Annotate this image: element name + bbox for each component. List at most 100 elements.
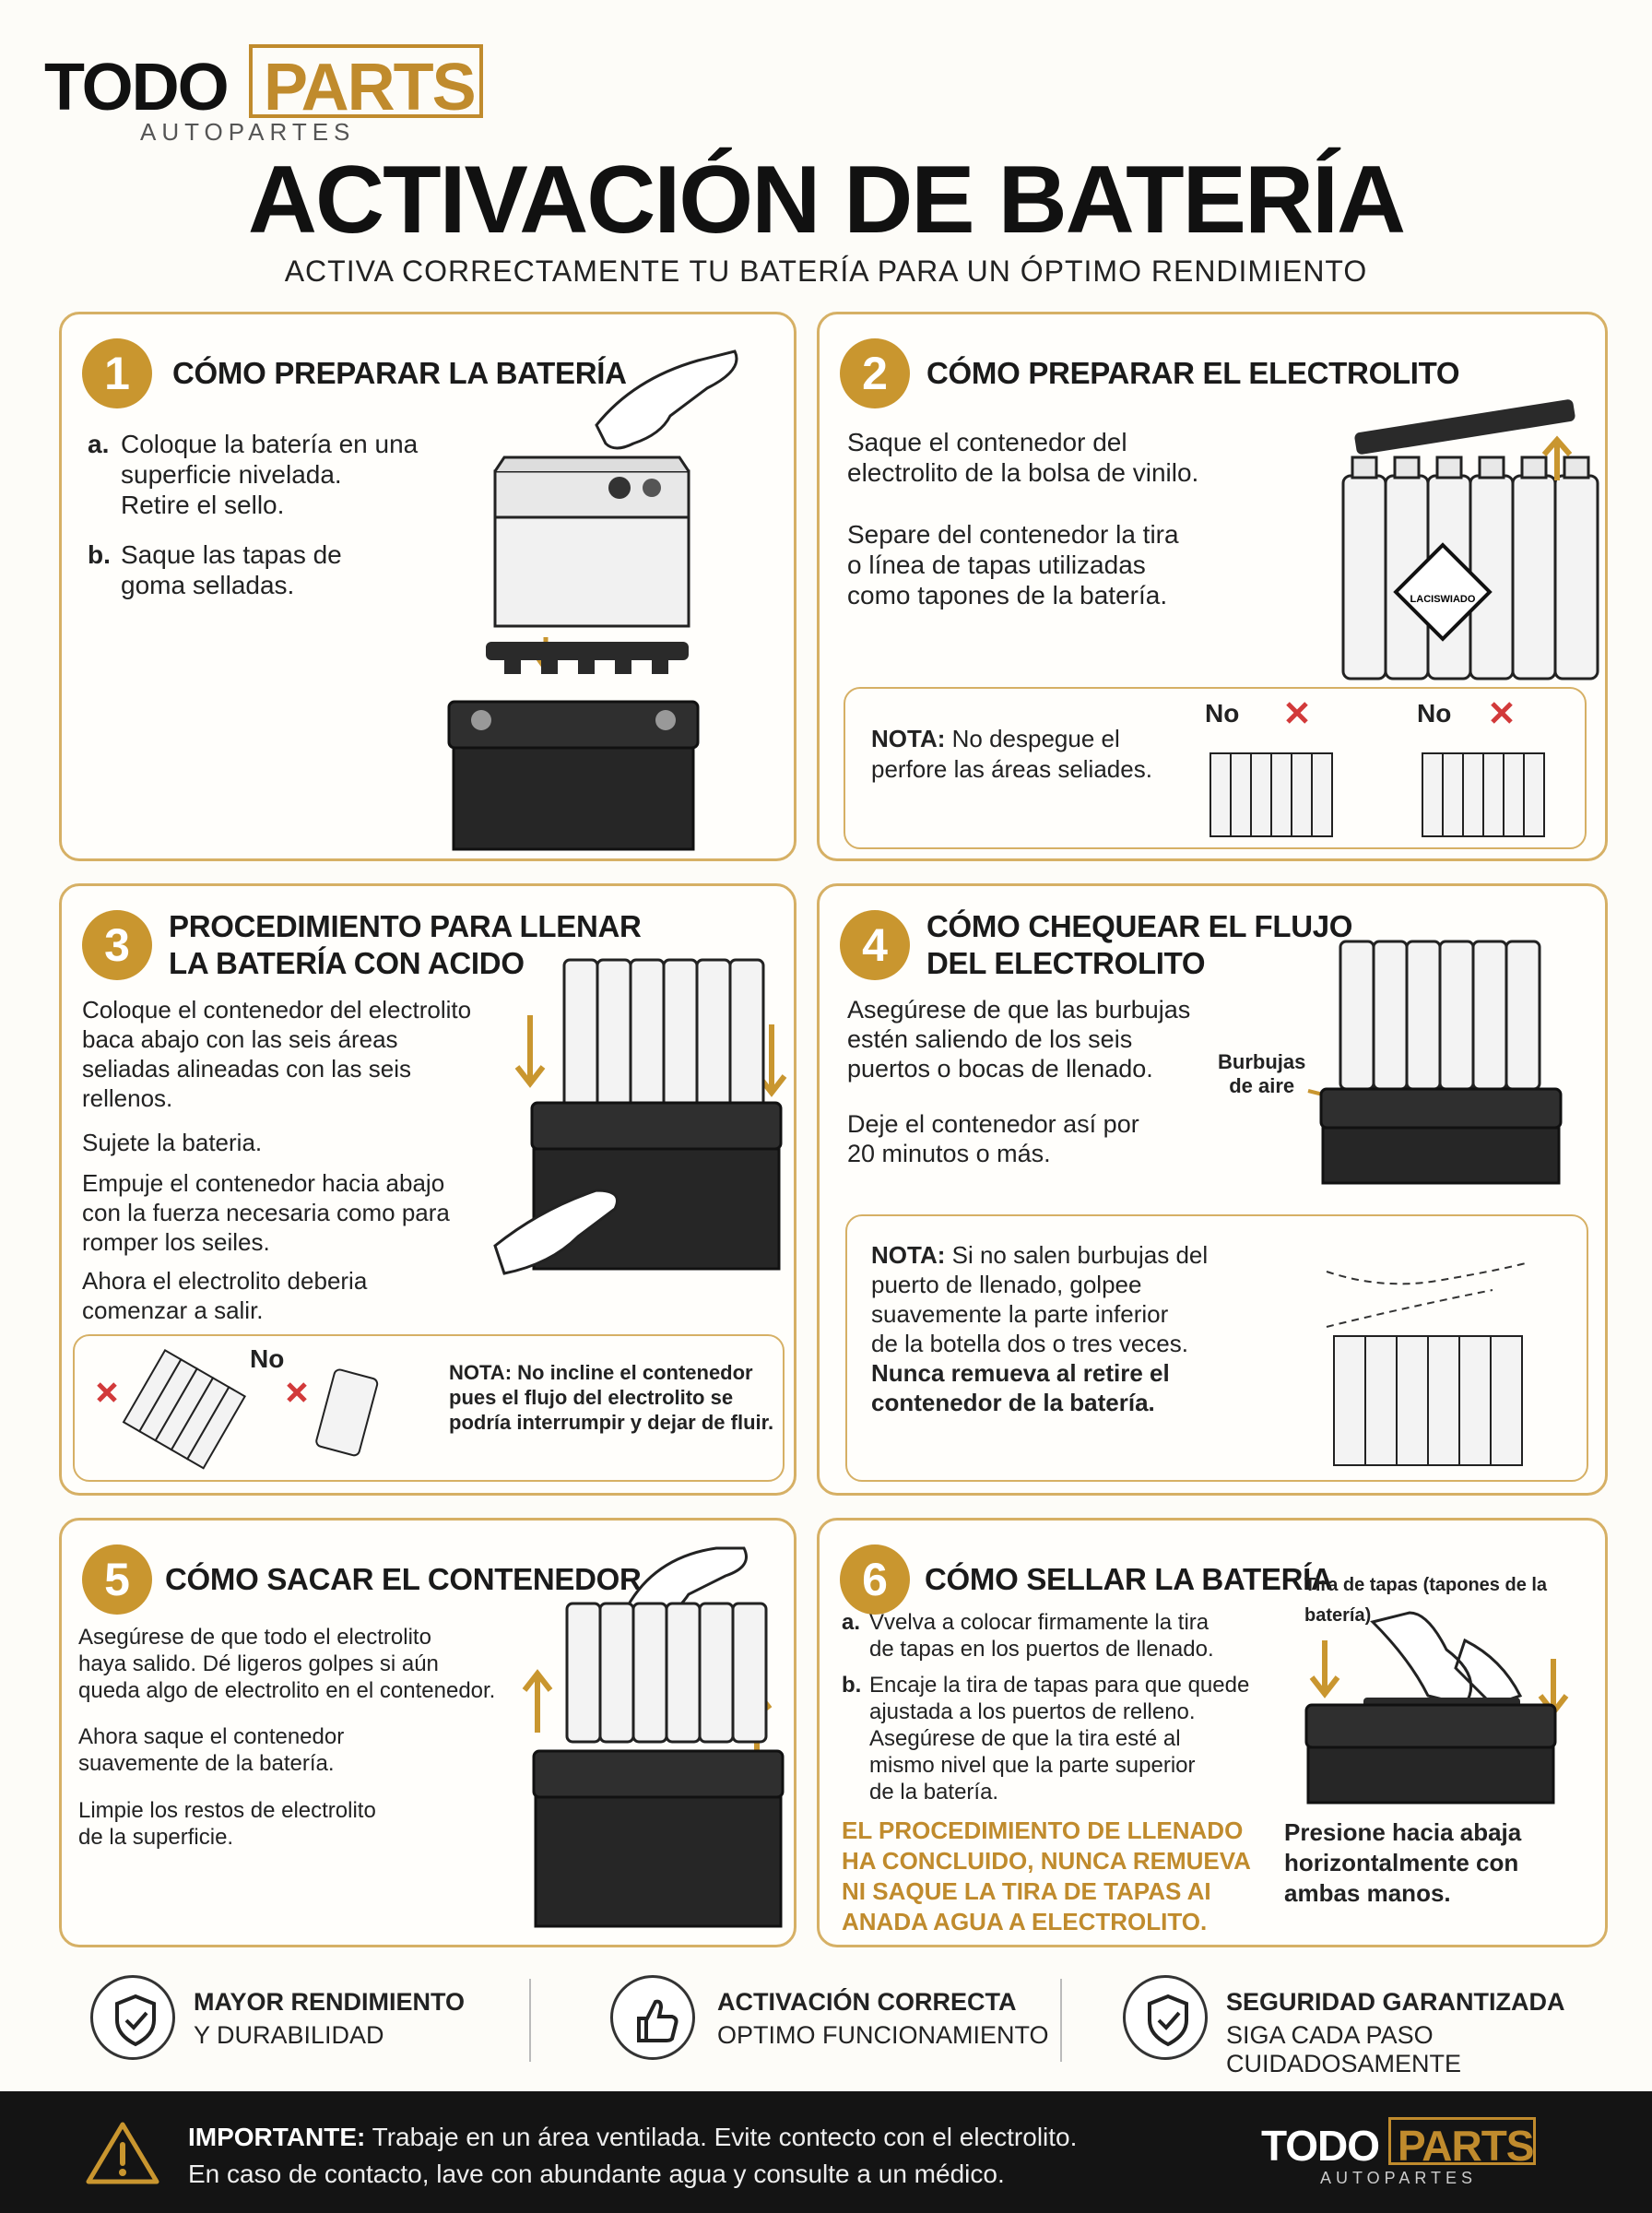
step-paragraph-1: Asegúrese de que las burbujas estén sali… [847, 995, 1190, 1083]
notice-line: Trabaje en un área ventilada. Evite cont… [372, 2123, 1078, 2151]
arrow-down-icon [514, 1015, 546, 1088]
item-line: Encaje la tira de tapas para que quede [869, 1673, 1250, 1698]
feature-divider [1060, 1979, 1062, 2062]
note-text: NOTA: No incline el contenedor pues el f… [449, 1360, 773, 1435]
black-battery-body [1306, 1746, 1555, 1805]
fill-battery-illustration [493, 958, 787, 1275]
note-box: NOTA: Si no salen burbujas del puerto de… [845, 1214, 1588, 1482]
cap-strip-label: Tira de tapas (tapones de la batería) [1304, 1575, 1548, 1626]
text-line: EL PROCEDIMIENTO DE LLENADO [842, 1817, 1244, 1844]
step-paragraph-3: Empuje el contenedor hacia abajo con la … [82, 1168, 450, 1257]
text-line: Ahora saque el contenedor [78, 1724, 345, 1749]
tap-bottle-illustration [1326, 1261, 1530, 1466]
text-line: baca abajo con las seis áreas [82, 1025, 398, 1053]
text-line: Saque el contenedor del [847, 428, 1127, 456]
note-label: NOTA: [871, 1241, 946, 1269]
text-line: con la fuerza necesaria como para [82, 1199, 450, 1226]
white-battery-top [493, 469, 690, 519]
title-line: LA BATERÍA CON ACIDO [169, 946, 525, 980]
text-line: electrolito de la bolsa de vinilo. [847, 458, 1199, 487]
step-paragraph-3: Limpie los restos de electrolito de la s… [78, 1797, 376, 1851]
text-line: puertos o bocas de llenado. [847, 1055, 1153, 1083]
feature-subtitle: Y DURABILIDAD [194, 2021, 384, 2049]
no-label: No [1205, 699, 1240, 728]
step-number-badge: 3 [82, 910, 152, 980]
arrow-down-icon [1309, 1640, 1340, 1698]
arrow-up-icon [1541, 435, 1573, 480]
text-line: Coloque el contenedor del electrolito [82, 996, 472, 1024]
incorrect-examples [1210, 702, 1545, 837]
brand-name-left: TODO [1261, 2122, 1380, 2170]
text-line: ambas manos. [1284, 1879, 1451, 1907]
warning-triangle-icon [86, 2122, 159, 2184]
note-text: NOTA: Si no salen burbujas del puerto de… [871, 1240, 1208, 1417]
item-line: de tapas en los puertos de llenado. [869, 1637, 1214, 1662]
electrolyte-flow-illustration [1307, 940, 1563, 1185]
text-line: Limpie los restos de electrolito [78, 1798, 376, 1823]
item-line: Vvelva a colocar firmamente la tira [869, 1610, 1210, 1635]
step-paragraph-1: Asegúrese de que todo el electrolito hay… [78, 1624, 495, 1704]
step-paragraph-2: Sujete la bateria. [82, 1129, 263, 1156]
item-line: Saque las tapas de [121, 540, 342, 569]
item-line: ajustada a los puertos de relleno. [869, 1699, 1196, 1724]
step-item-a: a.Coloque la batería en una superficie n… [88, 429, 418, 520]
text-line: Nunca remueva al retire el [871, 1359, 1170, 1387]
note-box: No NOTA: No incline el contenedor pues e… [73, 1334, 785, 1482]
item-label: b. [88, 540, 111, 569]
black-battery-body [452, 746, 695, 851]
hand-illustration [595, 349, 738, 450]
white-battery-body [493, 515, 690, 628]
brand-logo: TODO PARTS AUTOPARTES [44, 44, 483, 146]
text-line: suavemente la parte inferior [871, 1300, 1169, 1328]
feature-divider [529, 1979, 531, 2062]
shield-check-icon [90, 1975, 175, 2060]
item-line: Asegúrese de que la tira esté al [869, 1726, 1181, 1751]
hazard-label-text: LACISWIADO [1410, 594, 1476, 605]
item-label: a. [88, 430, 110, 458]
item-line: goma selladas. [121, 571, 295, 599]
step-paragraph-2: Separe del contenedor la tira o línea de… [847, 519, 1179, 610]
text-line: 20 minutos o más. [847, 1140, 1051, 1167]
wrong-x-icon [1286, 702, 1308, 724]
step-item-b: b. Encaje la tira de tapas para que quede… [842, 1672, 1249, 1805]
step-number-badge: 6 [840, 1544, 910, 1615]
electrolyte-container-illustration: LACISWIADO [1341, 399, 1599, 680]
text-line: ANADA AGUA A ELECTROLITO. [842, 1908, 1208, 1935]
step-item-a: a.Vvelva a colocar firmamente la tira de… [842, 1609, 1214, 1663]
hand-illustration [493, 1189, 619, 1275]
step-title: PROCEDIMIENTO PARA LLENAR LA BATERÍA CON… [169, 908, 642, 982]
step-card-1: 1 CÓMO PREPARAR LA BATERÍA a.Coloque la … [59, 312, 796, 861]
feature-title: SEGURIDAD GARANTIZADA [1226, 1988, 1565, 2016]
footer-bar: IMPORTANTE: Trabaje en un área ventilada… [0, 2091, 1652, 2213]
step-number-badge: 1 [82, 338, 152, 408]
electrolyte-bottles [562, 958, 765, 1109]
hazard-label [1393, 542, 1493, 642]
item-label: b. [842, 1673, 862, 1698]
text-line: horizontalmente con [1284, 1849, 1519, 1876]
step-number-badge: 2 [840, 338, 910, 408]
text-line: de aire [1229, 1074, 1295, 1097]
text-line: No despegue el [951, 725, 1120, 752]
step-card-3: 3 PROCEDIMIENTO PARA LLENAR LA BATERÍA C… [59, 883, 796, 1496]
no-label: No [250, 1344, 285, 1373]
black-battery-body [1321, 1126, 1561, 1185]
wrong-x-icon [287, 1382, 307, 1402]
cap-strip [1354, 399, 1575, 455]
text-line: estén saliendo de los seis [847, 1025, 1133, 1053]
text-line: Si no salen burbujas del [951, 1241, 1209, 1269]
electrolyte-bottles [565, 1602, 768, 1744]
step-title: CÓMO SELLAR LA BATERÍA [925, 1562, 1333, 1596]
text-line: suavemente de la batería. [78, 1751, 335, 1776]
text-line: HA CONCLUIDO, NUNCA REMUEVA [842, 1847, 1251, 1875]
black-battery-top [532, 1749, 785, 1799]
text-line: pues el flujo del electrolito se [449, 1386, 734, 1409]
hands-illustration [1370, 1611, 1523, 1707]
item-line: Retire el sello. [121, 491, 285, 519]
brand-name-right: PARTS [1398, 2122, 1534, 2170]
black-battery-top [1304, 1703, 1557, 1749]
black-battery-body [534, 1795, 783, 1928]
brand-tagline: AUTOPARTES [140, 118, 356, 146]
item-line: mismo nivel que la parte superior [869, 1753, 1196, 1778]
step-number-badge: 4 [840, 910, 910, 980]
text-line: romper los seiles. [82, 1228, 270, 1256]
